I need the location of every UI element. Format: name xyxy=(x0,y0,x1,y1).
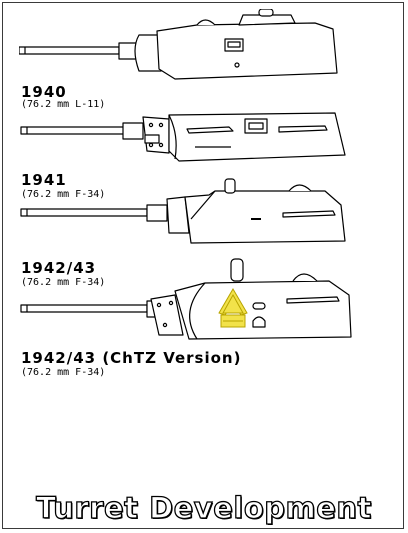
turret-chtz-gun: (76.2 mm F-34) xyxy=(21,367,106,378)
turret-1942-year: 1942/43 xyxy=(21,259,97,277)
chtz-emblem-icon xyxy=(218,288,248,328)
turret-1940-drawing xyxy=(19,9,338,80)
turret-chtz-drawing xyxy=(20,258,352,340)
turret-1941-gun: (76.2 mm F-34) xyxy=(21,189,106,200)
turret-1941-drawing xyxy=(20,112,346,162)
turret-1942-gun: (76.2 mm F-34) xyxy=(21,277,106,288)
turret-1940-gun: (76.2 mm L-11) xyxy=(21,99,106,110)
diagram-title: Turret Development xyxy=(35,490,372,525)
turret-1942-drawing xyxy=(20,178,346,244)
turret-1941-year: 1941 xyxy=(21,171,67,189)
diagram-frame: 1940 (76.2 mm L-11) 1941 (76.2 mm F-34) xyxy=(2,2,404,529)
turret-chtz-year: 1942/43 (ChTZ Version) xyxy=(21,349,242,367)
turret-1940-year: 1940 xyxy=(21,83,67,101)
